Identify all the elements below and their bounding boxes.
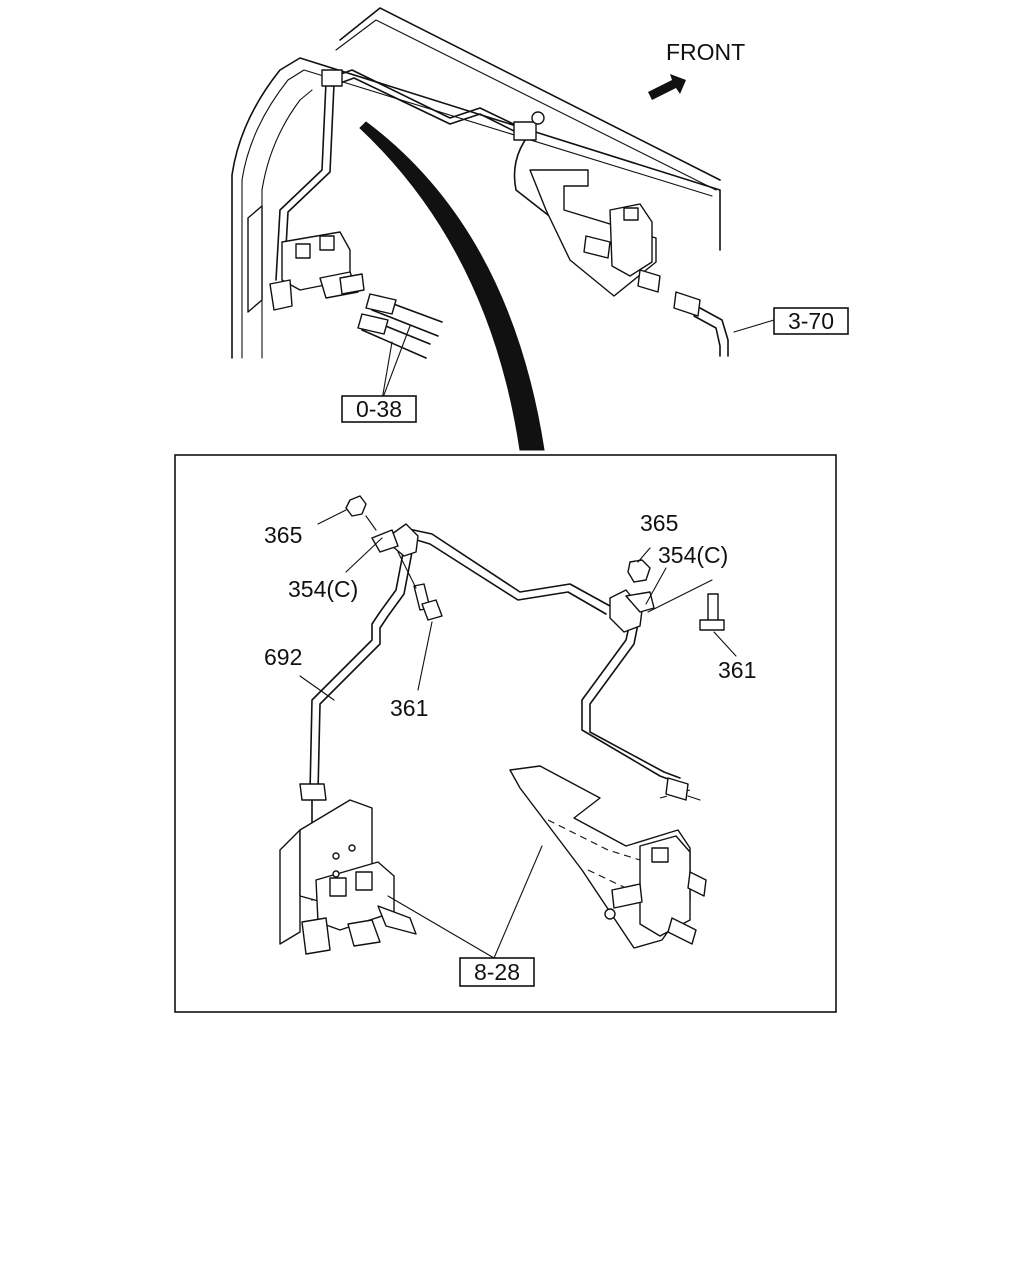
overview-view [231, 7, 775, 451]
reference-0-38-text: 0-38 [356, 396, 402, 422]
callout-365-right: 365 [640, 510, 678, 536]
callout-354c-left: 354(C) [288, 576, 358, 602]
detail-frame [174, 454, 837, 1013]
reference-8-28-text: 8-28 [474, 959, 520, 985]
detail-view [279, 495, 737, 959]
callout-365-left: 365 [264, 522, 302, 548]
callout-361-right: 361 [718, 657, 756, 683]
reference-box-0-38[interactable]: 0-38 [341, 395, 417, 423]
reference-3-70-text: 3-70 [788, 308, 834, 334]
reference-box-8-28[interactable]: 8-28 [459, 957, 535, 987]
callout-361-left: 361 [390, 695, 428, 721]
callout-354c-right: 354(C) [658, 542, 728, 568]
reference-box-3-70[interactable]: 3-70 [773, 307, 849, 335]
callout-692: 692 [264, 644, 302, 670]
front-label: FRONT [666, 39, 745, 65]
